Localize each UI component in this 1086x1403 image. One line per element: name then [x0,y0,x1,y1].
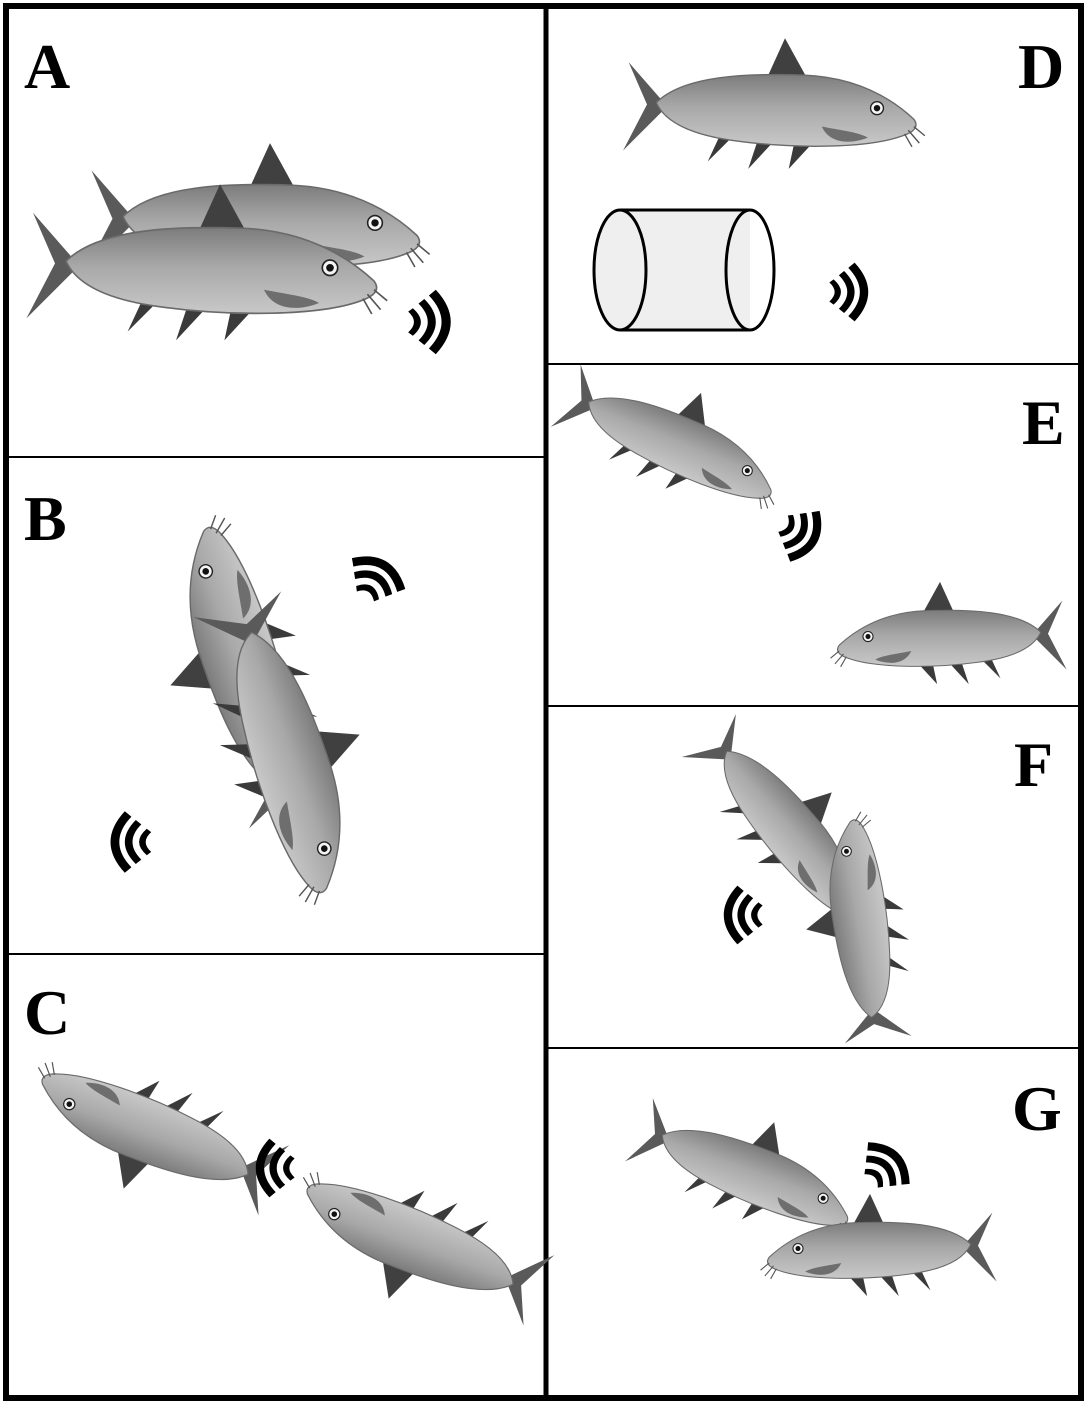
panel-f: F [671,698,1053,1051]
panel-label-e: E [1022,387,1065,458]
sound-wave-icon [850,1133,919,1202]
sound-wave-icon [768,498,831,568]
loach-fish-icon [623,38,925,169]
panel-e: E [545,345,1066,684]
sound-wave-icon [339,546,413,612]
sound-wave-icon [256,1139,295,1198]
panel-label-a: A [24,31,70,102]
panel-b: B [24,483,412,916]
loach-fish-icon [545,345,802,528]
loach-fish-icon [274,1150,559,1346]
panel-d: D [522,31,1065,330]
panel-a: A [24,31,451,354]
panel-g: G [620,1073,1062,1296]
loach-fish-icon [831,582,1067,684]
panel-label-c: C [24,977,70,1048]
panel-label-g: G [1012,1073,1062,1144]
panel-label-f: F [1014,729,1053,800]
sound-wave-icon [829,263,868,322]
panel-label-b: B [24,483,67,554]
sound-wave-icon [724,886,763,945]
panel-c: C [9,977,559,1347]
sound-wave-icon [408,290,451,354]
loach-fish-icon [9,1040,294,1236]
tube-shelter-icon [522,200,817,330]
sound-wave-icon [111,811,152,873]
panel-label-d: D [1018,31,1064,102]
